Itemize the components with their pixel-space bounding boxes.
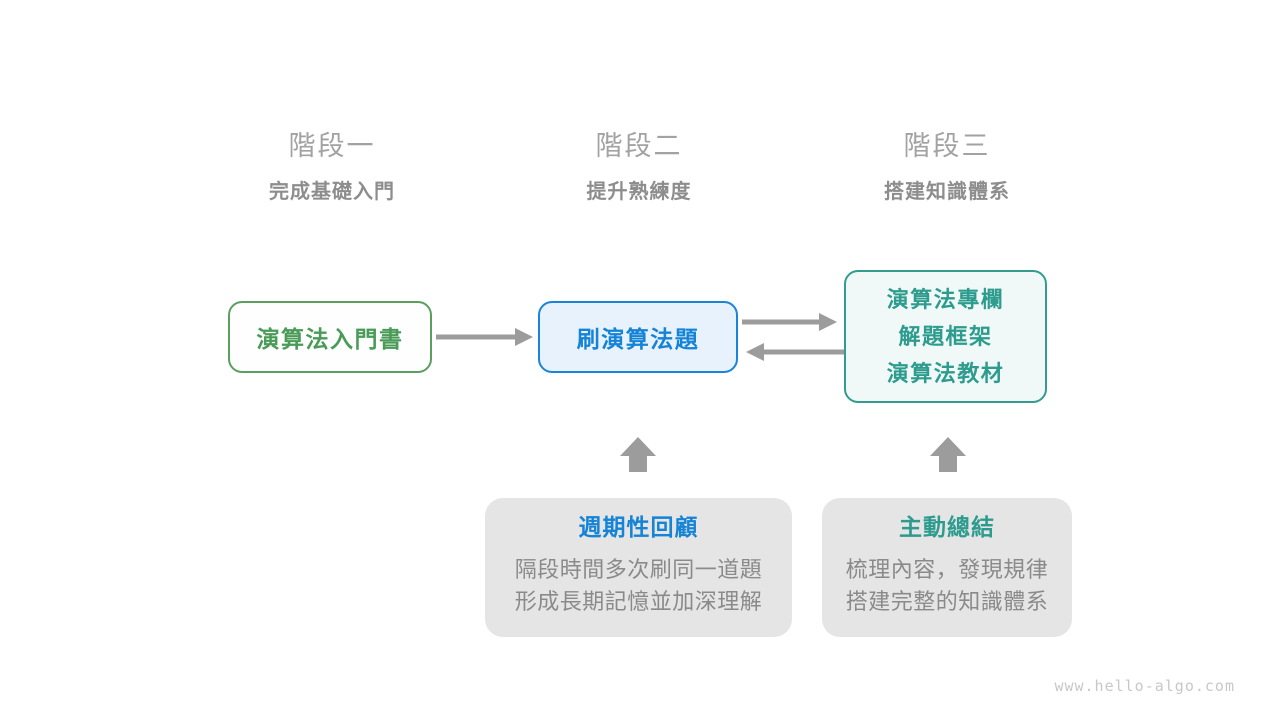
block-arrow-up-review-icon (620, 437, 656, 472)
callout-active-summary-body: 梳理內容，發現規律 搭建完整的知識體系 (822, 554, 1072, 618)
callout-body-line: 隔段時間多次刷同一道題 (514, 557, 763, 582)
node-advanced-resources-line: 解題框架 (898, 324, 993, 349)
node-intro-book-label: 演算法入門書 (256, 326, 404, 352)
callout-periodic-review-body: 隔段時間多次刷同一道題 形成長期記憶並加深理解 (485, 554, 792, 618)
node-practice-problems: 刷演算法題 (538, 301, 738, 373)
arrow-practice-to-resources (742, 313, 837, 331)
callout-body-line: 形成長期記憶並加深理解 (514, 589, 763, 614)
stage-3-title: 階段三 (903, 131, 991, 161)
callout-periodic-review-title: 週期性回顧 (578, 514, 699, 540)
node-advanced-resources-line: 演算法教材 (886, 361, 1005, 386)
node-intro-book: 演算法入門書 (228, 301, 432, 373)
callout-body-line: 搭建完整的知識體系 (845, 589, 1049, 614)
callout-active-summary: 主動總結 梳理內容，發現規律 搭建完整的知識體系 (822, 498, 1072, 637)
arrow-head-left-icon (746, 343, 764, 361)
callout-body-line: 梳理內容，發現規律 (845, 557, 1049, 582)
stage-1-subtitle: 完成基礎入門 (269, 181, 395, 203)
node-advanced-resources-line: 演算法專欄 (886, 287, 1005, 312)
stage-2-subtitle: 提升熟練度 (586, 181, 692, 203)
site-watermark: www.hello-algo.com (1054, 677, 1235, 695)
node-advanced-resources: 演算法專欄 解題框架 演算法教材 (844, 270, 1047, 403)
arrow-resources-to-practice (746, 343, 844, 361)
arrow-head-right-icon (819, 313, 837, 331)
callout-periodic-review: 週期性回顧 隔段時間多次刷同一道題 形成長期記憶並加深理解 (485, 498, 792, 637)
callout-active-summary-title: 主動總結 (899, 514, 995, 540)
block-arrow-up-summarize-icon (930, 437, 966, 472)
arrow-head-right-icon (515, 328, 533, 346)
stage-1-title: 階段一 (288, 131, 376, 161)
arrow-book-to-practice (436, 328, 533, 346)
node-practice-problems-label: 刷演算法題 (576, 326, 700, 352)
stage-3-subtitle: 搭建知識體系 (884, 181, 1010, 203)
stage-2-title: 階段二 (595, 131, 683, 161)
